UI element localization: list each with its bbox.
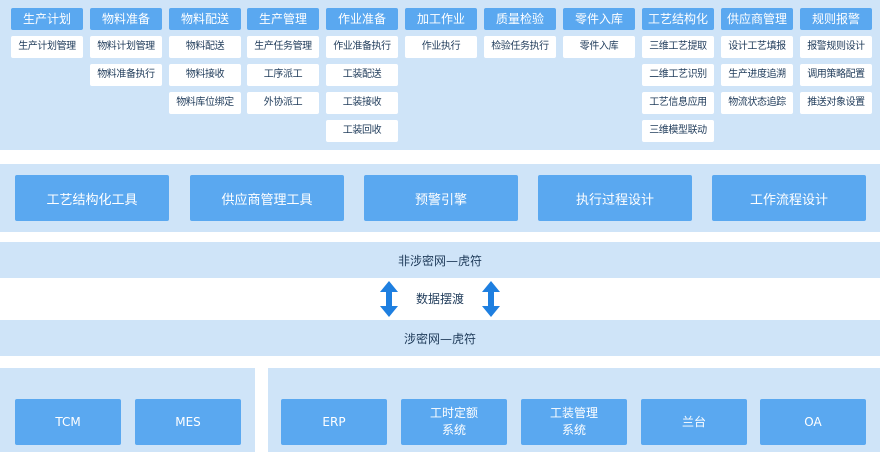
system-labor-quota[interactable]: 工时定额 系统	[401, 399, 507, 445]
module-item[interactable]: 作业准备执行	[326, 36, 398, 58]
module-title[interactable]: 作业准备	[326, 8, 398, 30]
module-item[interactable]: 检验任务执行	[484, 36, 556, 58]
module-item[interactable]: 工装接收	[326, 92, 398, 114]
module-column: 作业准备 作业准备执行 工装配送 工装接收 工装回收	[326, 8, 398, 142]
module-title[interactable]: 质量检验	[484, 8, 556, 30]
module-item[interactable]: 物料接收	[169, 64, 241, 86]
module-item[interactable]: 物料配送	[169, 36, 241, 58]
module-item[interactable]: 物流状态追踪	[721, 92, 793, 114]
module-item[interactable]: 设计工艺填报	[721, 36, 793, 58]
module-item[interactable]: 二维工艺识别	[642, 64, 714, 86]
module-item[interactable]: 报警规则设计	[800, 36, 872, 58]
module-item[interactable]: 工装回收	[326, 120, 398, 142]
system-tcm[interactable]: TCM	[15, 399, 121, 445]
module-column: 规则报警 报警规则设计 调用策略配置 推送对象设置	[800, 8, 872, 114]
module-column: 物料配送 物料配送 物料接收 物料库位绑定	[169, 8, 241, 114]
system-erp[interactable]: ERP	[281, 399, 387, 445]
module-column: 零件入库 零件入库	[563, 8, 635, 58]
module-title[interactable]: 规则报警	[800, 8, 872, 30]
tool-alert-engine[interactable]: 预警引擎	[364, 175, 518, 221]
module-item[interactable]: 三维工艺提取	[642, 36, 714, 58]
module-item[interactable]: 生产计划管理	[11, 36, 83, 58]
module-column: 生产管理 生产任务管理 工序派工 外协派工	[247, 8, 319, 114]
module-title[interactable]: 生产计划	[11, 8, 83, 30]
bidirectional-arrow-icon	[482, 281, 500, 317]
module-item[interactable]: 物料库位绑定	[169, 92, 241, 114]
bidirectional-arrow-icon	[380, 281, 398, 317]
module-item[interactable]: 工艺信息应用	[642, 92, 714, 114]
system-lantai[interactable]: 兰台	[641, 399, 747, 445]
module-item[interactable]: 生产任务管理	[247, 36, 319, 58]
module-column: 质量检验 检验任务执行	[484, 8, 556, 58]
module-title[interactable]: 加工作业	[405, 8, 477, 30]
module-title[interactable]: 供应商管理	[721, 8, 793, 30]
tool-supplier-management[interactable]: 供应商管理工具	[190, 175, 344, 221]
module-title[interactable]: 物料准备	[90, 8, 162, 30]
data-exchange-label: 数据摆渡	[415, 292, 464, 306]
tool-process-structuring[interactable]: 工艺结构化工具	[15, 175, 169, 221]
module-item[interactable]: 工装配送	[326, 64, 398, 86]
lower-network-label: 涉密网—虎符	[403, 332, 476, 346]
module-column: 供应商管理 设计工艺填报 生产进度追溯 物流状态追踪	[721, 8, 793, 114]
tool-workflow-design[interactable]: 工作流程设计	[712, 175, 866, 221]
module-item[interactable]: 三维模型联动	[642, 120, 714, 142]
module-title[interactable]: 零件入库	[563, 8, 635, 30]
tool-execution-design[interactable]: 执行过程设计	[538, 175, 692, 221]
module-item[interactable]: 外协派工	[247, 92, 319, 114]
module-title[interactable]: 生产管理	[247, 8, 319, 30]
module-item[interactable]: 调用策略配置	[800, 64, 872, 86]
module-item[interactable]: 物料准备执行	[90, 64, 162, 86]
module-item[interactable]: 作业执行	[405, 36, 477, 58]
system-tooling-management[interactable]: 工装管理 系统	[521, 399, 627, 445]
module-column: 加工作业 作业执行	[405, 8, 477, 58]
module-column: 物料准备 物料计划管理 物料准备执行	[90, 8, 162, 86]
module-column: 生产计划 生产计划管理	[11, 8, 83, 58]
module-title[interactable]: 工艺结构化	[642, 8, 714, 30]
upper-network-band	[0, 242, 880, 278]
system-oa[interactable]: OA	[760, 399, 866, 445]
system-mes[interactable]: MES	[135, 399, 241, 445]
module-item[interactable]: 工序派工	[247, 64, 319, 86]
lower-network-band	[0, 320, 880, 356]
module-title[interactable]: 物料配送	[169, 8, 241, 30]
module-item[interactable]: 推送对象设置	[800, 92, 872, 114]
module-item[interactable]: 生产进度追溯	[721, 64, 793, 86]
module-column: 工艺结构化 三维工艺提取 二维工艺识别 工艺信息应用 三维模型联动	[642, 8, 714, 142]
module-item[interactable]: 零件入库	[563, 36, 635, 58]
upper-network-label: 非涉密网—虎符	[397, 254, 482, 268]
module-item[interactable]: 物料计划管理	[90, 36, 162, 58]
